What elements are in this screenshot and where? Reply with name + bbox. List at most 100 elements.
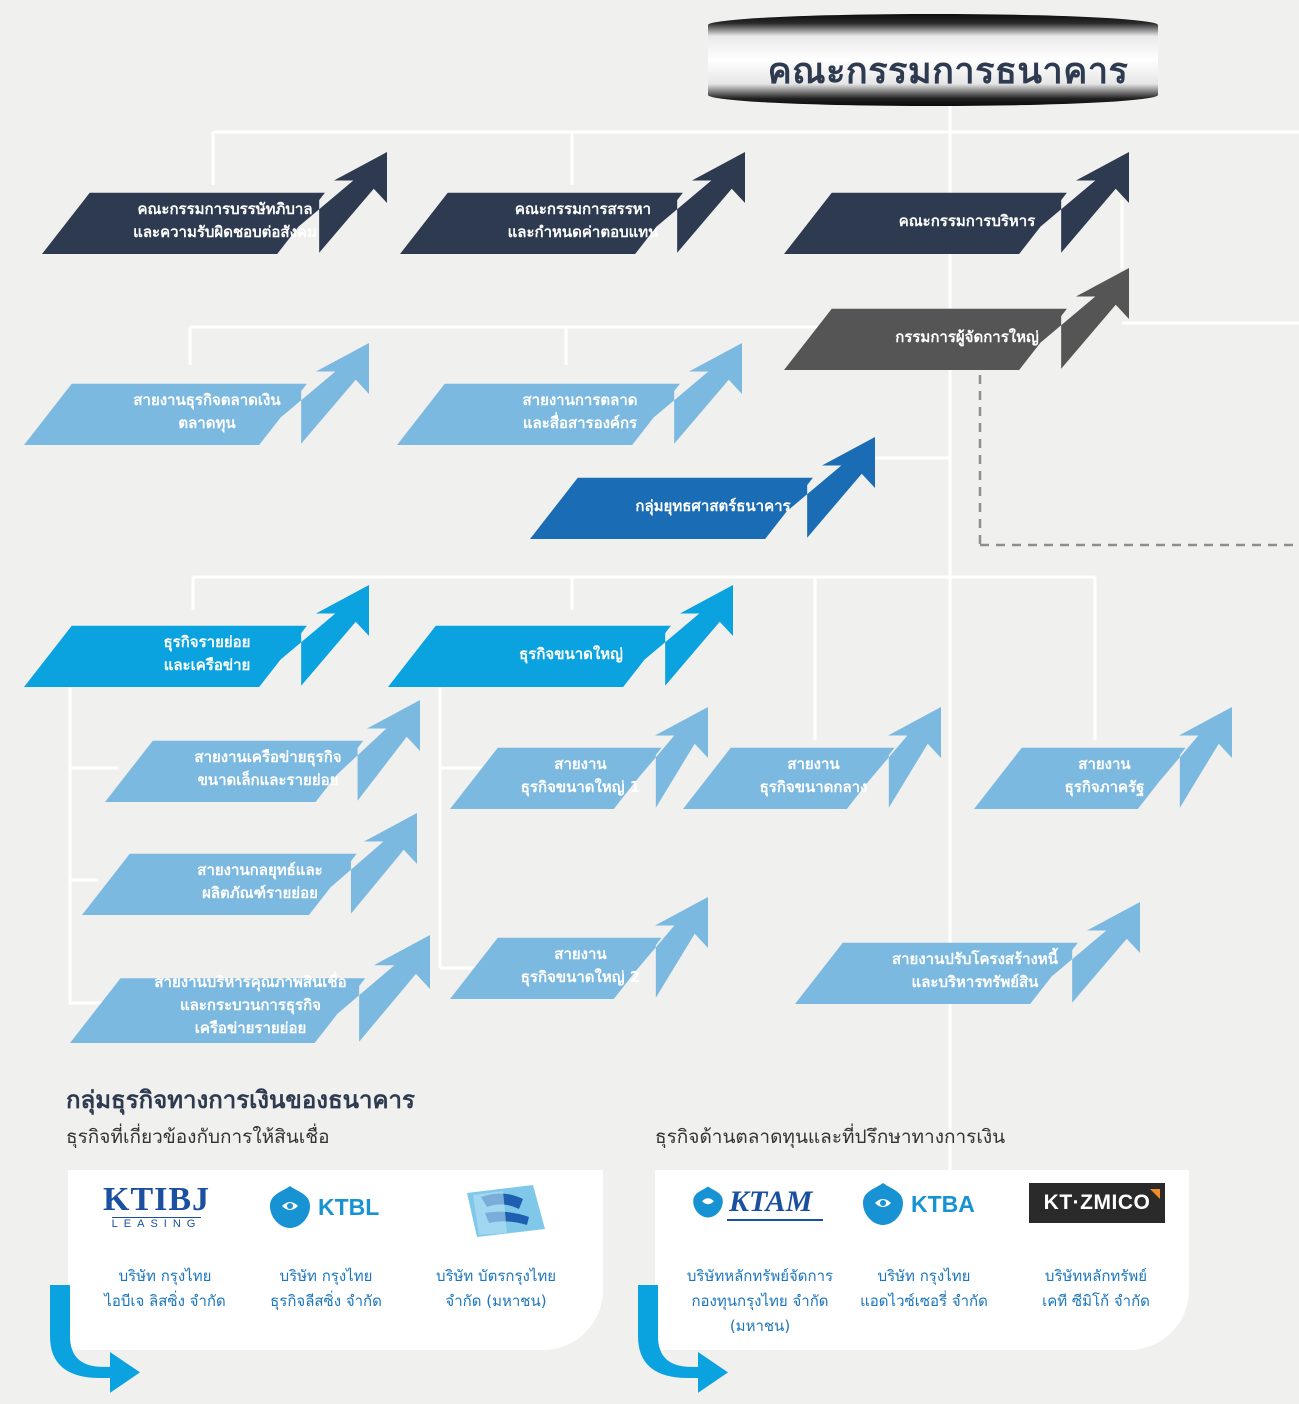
company-ktc: บริษัท บัตรกรุงไทย จำกัด (มหาชน) xyxy=(435,1267,557,1310)
node-arrow-icon xyxy=(786,437,875,538)
node-arrow-icon xyxy=(635,707,708,808)
node-shape xyxy=(82,813,417,915)
node-body xyxy=(450,937,662,999)
node-arrow-icon xyxy=(656,152,745,253)
capital-title: ธุรกิจด้านตลาดทุนและที่ปรึกษาทางการเงิน xyxy=(655,1126,1006,1148)
ktam-logo-text: KTAM xyxy=(729,1185,813,1218)
unit-corporate-1-label: สายงาน ธุรกิจขนาดใหญ่ 1 xyxy=(520,755,641,796)
node-body xyxy=(784,192,1067,254)
unit-retail-strategy-label: สายงานกลยุทธ์และ ผลิตภัณฑ์รายย่อย xyxy=(197,861,323,902)
ktbl-logo: KTBL xyxy=(268,1184,379,1230)
group-retail-label: ธุรกิจรายย่อย และเครือข่าย xyxy=(163,633,251,674)
unit-sme-network-label: สายงานเครือข่ายธุรกิจ ขนาดเล็กและรายย่อย xyxy=(194,748,342,789)
ktc-logo xyxy=(463,1183,547,1239)
board-banner xyxy=(708,14,1158,106)
financial-group-title: กลุ่มธุรกิจทางการเงินของธนาคาร xyxy=(66,1086,415,1114)
unit-midsize-label: สายงาน ธุรกิจขนาดกลาง xyxy=(759,755,868,796)
company-ktam: บริษัทหลักทรัพย์จัดการ กองทุนกรุงไทย จำก… xyxy=(686,1267,834,1335)
node-shape xyxy=(70,935,430,1043)
board-of-directors: คณะกรรมการธนาคาร xyxy=(708,14,1158,106)
unit-credit-quality: สายงานบริหารคุณภาพสินเชื่อ และกระบวนการธ… xyxy=(70,935,430,1043)
node-arrow-icon xyxy=(644,585,733,686)
node-shape xyxy=(795,902,1140,1004)
node-shape xyxy=(450,707,708,809)
ktba-logo: KTBA xyxy=(861,1181,975,1227)
node-shape xyxy=(24,343,369,445)
committee-executive-label: คณะกรรมการบริหาร xyxy=(898,211,1036,230)
node-arrow-icon xyxy=(1040,268,1129,369)
ktibj-logo: KTIBJ LEASING xyxy=(103,1181,211,1231)
node-arrow-icon xyxy=(337,700,420,801)
node-shape xyxy=(42,152,387,254)
committee-governance: คณะกรรมการบรรษัทภิบาล และความรับผิดชอบต่… xyxy=(42,152,387,254)
ktam-logo: KTAM xyxy=(691,1185,823,1226)
ktibj-logo-text: KTIBJ xyxy=(103,1181,211,1218)
krungthai-bird-icon xyxy=(693,1186,723,1218)
node-body xyxy=(388,625,671,687)
node-body xyxy=(530,477,813,539)
unit-capital-market: สายงานธุรกิจตลาดเงิน ตลาดทุน xyxy=(24,343,369,445)
node-body xyxy=(397,383,680,445)
node-shape xyxy=(530,437,875,539)
unit-midsize: สายงาน ธุรกิจขนาดกลาง xyxy=(683,707,941,809)
node-body xyxy=(784,308,1067,370)
ktibj-logo-sub: LEASING xyxy=(111,1217,202,1230)
node-body xyxy=(82,853,357,915)
node-arrow-icon xyxy=(868,707,941,808)
node-shape xyxy=(784,152,1129,254)
unit-debt-restructuring-label: สายงานปรับโครงสร้างหนี้ และบริหารทรัพย์ส… xyxy=(891,950,1059,991)
company-ktba: บริษัท กรุงไทย แอดไวซ์เซอรี่ จำกัด xyxy=(860,1267,988,1310)
company-ktzmico: บริษัทหลักทรัพย์ เคที ซีมิโก้ จำกัด xyxy=(1042,1267,1150,1310)
ktba-logo-text: KTBA xyxy=(911,1190,975,1217)
unit-marketing-label: สายงานการตลาด และสื่อสารองค์กร xyxy=(522,391,638,432)
node-arrow-icon xyxy=(635,897,708,998)
node-body xyxy=(24,383,307,445)
node-shape xyxy=(683,707,941,809)
unit-debt-restructuring: สายงานปรับโครงสร้างหนี้ และบริหารทรัพย์ส… xyxy=(795,902,1140,1004)
group-wholesale-label: ธุรกิจขนาดใหญ่ xyxy=(519,644,623,663)
node-body xyxy=(70,978,366,1043)
krungthai-bird-icon xyxy=(270,1186,310,1228)
group-wholesale: ธุรกิจขนาดใหญ่ xyxy=(388,585,733,687)
node-shape xyxy=(974,707,1232,809)
unit-corporate-2-label: สายงาน ธุรกิจขนาดใหญ่ 2 xyxy=(520,945,641,986)
unit-strategy-label: กลุ่มยุทธศาสตร์ธนาคาร xyxy=(635,496,791,515)
node-arrow-icon xyxy=(280,585,369,686)
node-shape xyxy=(397,343,742,445)
node-arrow-icon xyxy=(298,152,387,253)
curved-arrow-icon xyxy=(50,1285,140,1393)
node-arrow-icon xyxy=(1051,902,1140,1003)
node-body xyxy=(974,747,1186,809)
unit-capital-market-label: สายงานธุรกิจตลาดเงิน ตลาดทุน xyxy=(133,391,281,432)
committee-nomination: คณะกรรมการสรรหา และกำหนดค่าตอบแทน xyxy=(400,152,745,254)
company-ktbl: บริษัท กรุงไทย ธุรกิจลีสซิ่ง จำกัด xyxy=(270,1267,382,1310)
node-shape xyxy=(450,897,708,999)
node-arrow-icon xyxy=(1040,152,1129,253)
unit-retail-strategy: สายงานกลยุทธ์และ ผลิตภัณฑ์รายย่อย xyxy=(82,813,417,915)
ktc-card-icon xyxy=(467,1185,545,1237)
unit-government-label: สายงาน ธุรกิจภาครัฐ xyxy=(1064,755,1145,796)
committee-executive: คณะกรรมการบริหาร xyxy=(784,152,1129,254)
node-arrow-icon xyxy=(1159,707,1232,808)
ktzmico-logo: KT·ZMICO xyxy=(1029,1183,1165,1223)
node-arrow-icon xyxy=(330,813,417,914)
unit-corporate-1: สายงาน ธุรกิจขนาดใหญ่ 1 xyxy=(450,707,708,809)
krungthai-bird-icon xyxy=(863,1183,903,1225)
unit-sme-network: สายงานเครือข่ายธุรกิจ ขนาดเล็กและรายย่อย xyxy=(105,700,420,802)
unit-marketing: สายงานการตลาด และสื่อสารองค์กร xyxy=(397,343,742,445)
node-shape xyxy=(400,152,745,254)
node-body xyxy=(683,747,895,809)
ceo-box: กรรมการผู้จัดการใหญ่ xyxy=(784,268,1129,370)
node-body xyxy=(24,625,307,687)
curved-arrow-icon xyxy=(638,1285,728,1393)
unit-strategy: กลุ่มยุทธศาสตร์ธนาคาร xyxy=(530,437,875,539)
node-shape xyxy=(388,585,733,687)
lending-title: ธุรกิจที่เกี่ยวข้องกับการให้สินเชื่อ xyxy=(66,1126,330,1148)
ktam-underline xyxy=(727,1219,823,1226)
node-body xyxy=(42,192,325,254)
ktzmico-logo-text: KT·ZMICO xyxy=(1043,1191,1151,1214)
node-body xyxy=(450,747,662,809)
unit-government: สายงาน ธุรกิจภาครัฐ xyxy=(974,707,1232,809)
unit-corporate-2: สายงาน ธุรกิจขนาดใหญ่ 2 xyxy=(450,897,708,999)
